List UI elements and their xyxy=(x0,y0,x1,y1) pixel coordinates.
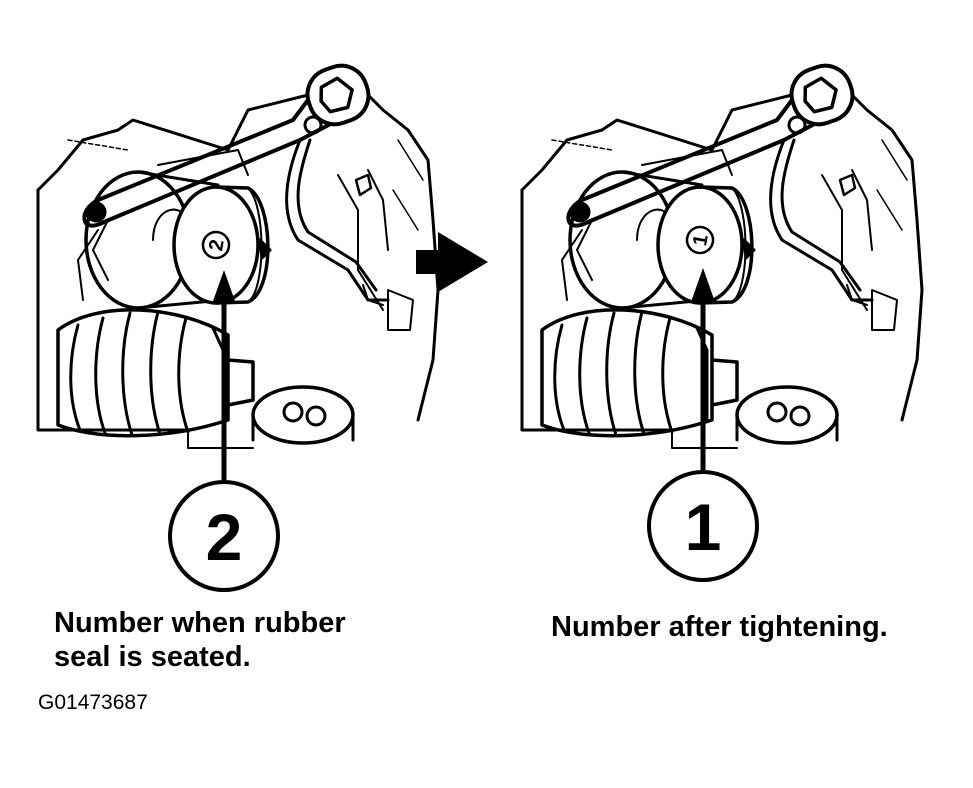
pointer-arrowhead-before xyxy=(212,270,236,304)
engine-illustration-before xyxy=(36,56,440,450)
figure-id: G01473687 xyxy=(38,691,148,714)
arrow-right-icon xyxy=(416,232,488,292)
callout-circle-after xyxy=(647,470,759,582)
caption-after: Number after tightening. xyxy=(551,610,951,644)
panel-before: 2 2 xyxy=(36,56,440,592)
panel-after: 1 1 xyxy=(520,56,924,582)
caption-before: Number when rubber seal is seated. xyxy=(54,606,414,674)
caption-after-line1: Number after tightening. xyxy=(551,611,888,643)
engine-illustration-after xyxy=(520,56,924,450)
caption-before-line2: seal is seated. xyxy=(54,641,251,673)
part-mark-after: 1 xyxy=(689,233,713,248)
part-mark-before: 2 xyxy=(205,238,229,253)
caption-before-line1: Number when rubber xyxy=(54,607,346,639)
pointer-arrowhead-after xyxy=(691,268,715,302)
callout-number-after: 1 xyxy=(685,490,722,564)
callout-number-before: 2 xyxy=(206,500,243,574)
callout-circle-before xyxy=(168,480,280,592)
